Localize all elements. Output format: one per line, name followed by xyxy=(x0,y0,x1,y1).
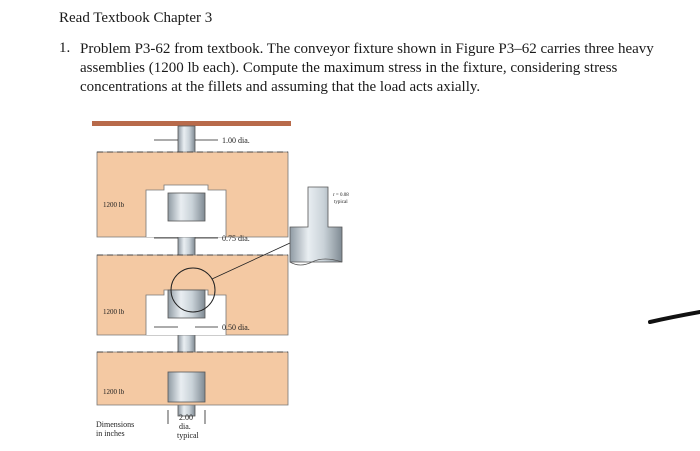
bottom-dimension-label: 2.00 xyxy=(179,413,193,422)
load-label-2: 1200 lb xyxy=(103,308,125,316)
bottom-typical-label: typical xyxy=(177,431,200,440)
problem-statement: Problem P3-62 from textbook. The conveyo… xyxy=(80,41,654,95)
collar-3 xyxy=(167,371,206,403)
fillet-detail-inset xyxy=(289,186,343,266)
collar-2 xyxy=(167,289,206,319)
diameter-label-top: 1.00 dia. xyxy=(222,136,250,145)
load-label-1: 1200 lb xyxy=(103,201,125,209)
load-label-3: 1200 lb xyxy=(103,388,125,396)
pen-mark xyxy=(648,310,700,324)
assignment-heading: Read Textbook Chapter 3 xyxy=(59,10,213,26)
problem-number: 1. xyxy=(59,40,71,56)
conveyor-rail xyxy=(92,121,291,126)
diameter-label-low: 0.50 dia. xyxy=(222,323,250,332)
collar-1 xyxy=(167,192,206,222)
fillet-radius-label: r = 0.08 xyxy=(333,193,349,198)
fillet-leader-line xyxy=(211,242,291,280)
diameter-label-mid: 0.75 dia. xyxy=(222,234,250,243)
units-note: in inches xyxy=(96,429,125,438)
bottom-dia-label: dia. xyxy=(179,422,191,431)
fillet-detail-circle xyxy=(170,267,216,313)
dimensions-note: Dimensions xyxy=(96,420,134,429)
fillet-typical-label: typical xyxy=(334,200,348,205)
